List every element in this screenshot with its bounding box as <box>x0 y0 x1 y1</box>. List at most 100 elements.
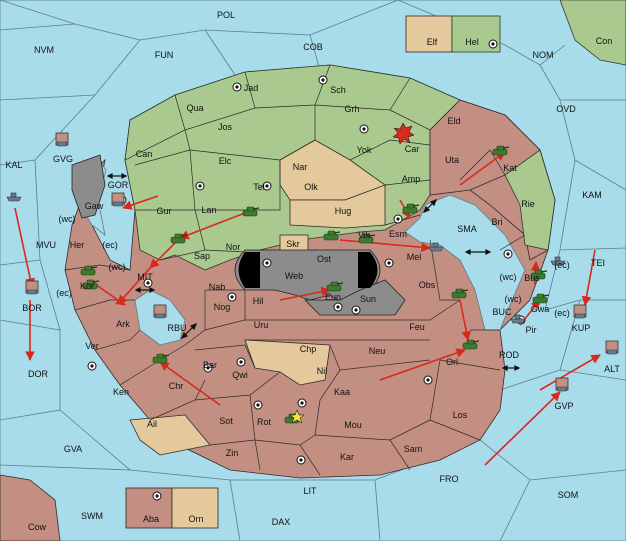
supply-center-icon <box>262 258 272 268</box>
sea-zone-label: OVD <box>556 104 576 114</box>
territory-label: Elc <box>219 156 232 166</box>
sea-zone-label: COB <box>303 42 323 52</box>
supply-center-icon <box>351 305 361 315</box>
territory-label: Zin <box>226 448 239 458</box>
territory-label: Ken <box>113 387 129 397</box>
territory-label: Kaa <box>334 387 350 397</box>
sea-zone-label: FRO <box>440 474 459 484</box>
sea-zone-label: MIT <box>137 272 153 282</box>
territory-label: Orn <box>188 514 203 524</box>
territory-label: Bus <box>524 273 540 283</box>
sea-zone-label: MVU <box>36 240 56 250</box>
sea-zone-label: GOR <box>108 180 129 190</box>
fleet-icon <box>573 304 587 319</box>
sea-zone-label: SOM <box>558 490 579 500</box>
coast-label: (ec) <box>554 308 570 318</box>
territory-borders <box>64 64 526 476</box>
territory-label: Ost <box>317 254 332 264</box>
territory-label: Nab <box>209 282 226 292</box>
sea-zone-label: NVM <box>34 45 54 55</box>
supply-center-icon <box>318 75 328 85</box>
territory-label: Ail <box>147 419 157 429</box>
supply-center-icon <box>143 278 153 288</box>
territory-label: Gaw <box>85 201 104 211</box>
territory-label: Uru <box>254 320 269 330</box>
sea-zone-label: RBU <box>167 323 186 333</box>
territory-label: Kat <box>503 163 517 173</box>
double-arrow-icon <box>422 198 438 214</box>
sea-zone-label: KAM <box>582 190 602 200</box>
sea-zone-label: DOR <box>28 369 49 379</box>
double-arrow-icon <box>464 249 492 255</box>
territory-label: Con <box>596 36 613 46</box>
supply-center-icon <box>253 400 263 410</box>
territory-sun[interactable] <box>304 279 406 316</box>
territory-label: Bri <box>492 217 503 227</box>
fleet-icon <box>555 377 569 392</box>
supply-center-icon <box>297 398 307 408</box>
territory-elf[interactable] <box>405 15 453 53</box>
territory-label: Can <box>136 149 153 159</box>
supply-center-icon <box>232 82 242 92</box>
supply-center-icon <box>203 363 213 373</box>
territory-label: Amp <box>402 174 421 184</box>
territory-label: Vik <box>358 230 371 240</box>
territory-label: Mou <box>344 420 362 430</box>
territory-con[interactable] <box>559 0 626 66</box>
territory-label: Hel <box>465 37 479 47</box>
territory-label: Neu <box>369 346 386 356</box>
coast-label: (wc) <box>500 272 517 282</box>
territory-label: Web <box>285 271 303 281</box>
territory-label: Elf <box>427 37 438 47</box>
territory-label: Tel <box>253 182 265 192</box>
territory-label: Mel <box>407 252 422 262</box>
territory-label: Ver <box>85 341 99 351</box>
sea-zone-label: POL <box>217 10 235 20</box>
territory-label: Esm <box>389 229 407 239</box>
coast-label: (wc) <box>505 294 522 304</box>
territory-label: Nog <box>214 302 231 312</box>
supply-center-icon <box>384 258 394 268</box>
territory-label: Rot <box>257 417 272 427</box>
territory-label: Nar <box>293 162 308 172</box>
sea-zone-label: ALT <box>604 364 620 374</box>
tunnel-east <box>358 252 378 288</box>
territory-label: Yok <box>357 145 372 155</box>
territory-label: Feu <box>409 322 425 332</box>
supply-center-icon <box>227 292 237 302</box>
double-arrow-icon <box>134 287 156 293</box>
coast-label: (wc) <box>109 262 126 272</box>
territory-label: Car <box>405 144 420 154</box>
territory-label: Lan <box>201 205 216 215</box>
supply-center-icon <box>393 214 403 224</box>
supply-center-icon <box>236 357 246 367</box>
fleet-icon <box>605 340 619 355</box>
territory-label: Uta <box>445 155 459 165</box>
territory-aba[interactable] <box>125 487 173 529</box>
territory-label: Nor <box>226 242 241 252</box>
territory-label: Jad <box>244 83 259 93</box>
supply-center-icon <box>503 249 513 259</box>
double-arrow-icon <box>180 322 198 340</box>
territory-label: Sun <box>360 294 376 304</box>
territory-rie[interactable] <box>504 149 556 251</box>
territory-label: Qwi <box>232 370 248 380</box>
star-icon <box>289 409 305 424</box>
territory-label: Ark <box>116 319 130 329</box>
territory-label: Eld <box>447 116 460 126</box>
territory-ail[interactable] <box>129 414 211 456</box>
sea-zone-label: GVP <box>554 401 573 411</box>
sea-zone-label: BUC <box>492 307 512 317</box>
sea-zone-label: KAL <box>5 160 22 170</box>
supply-center-icon <box>152 491 162 501</box>
territory-label: Chp <box>300 344 317 354</box>
territory-cow[interactable] <box>0 474 61 541</box>
territory-orn[interactable] <box>171 487 219 529</box>
sea-zone-label: GVG <box>53 154 73 164</box>
territory-gaw[interactable] <box>71 154 106 219</box>
supply-center-icon <box>195 181 205 191</box>
supply-center-icon <box>87 361 97 371</box>
territory-label: Hil <box>253 296 264 306</box>
